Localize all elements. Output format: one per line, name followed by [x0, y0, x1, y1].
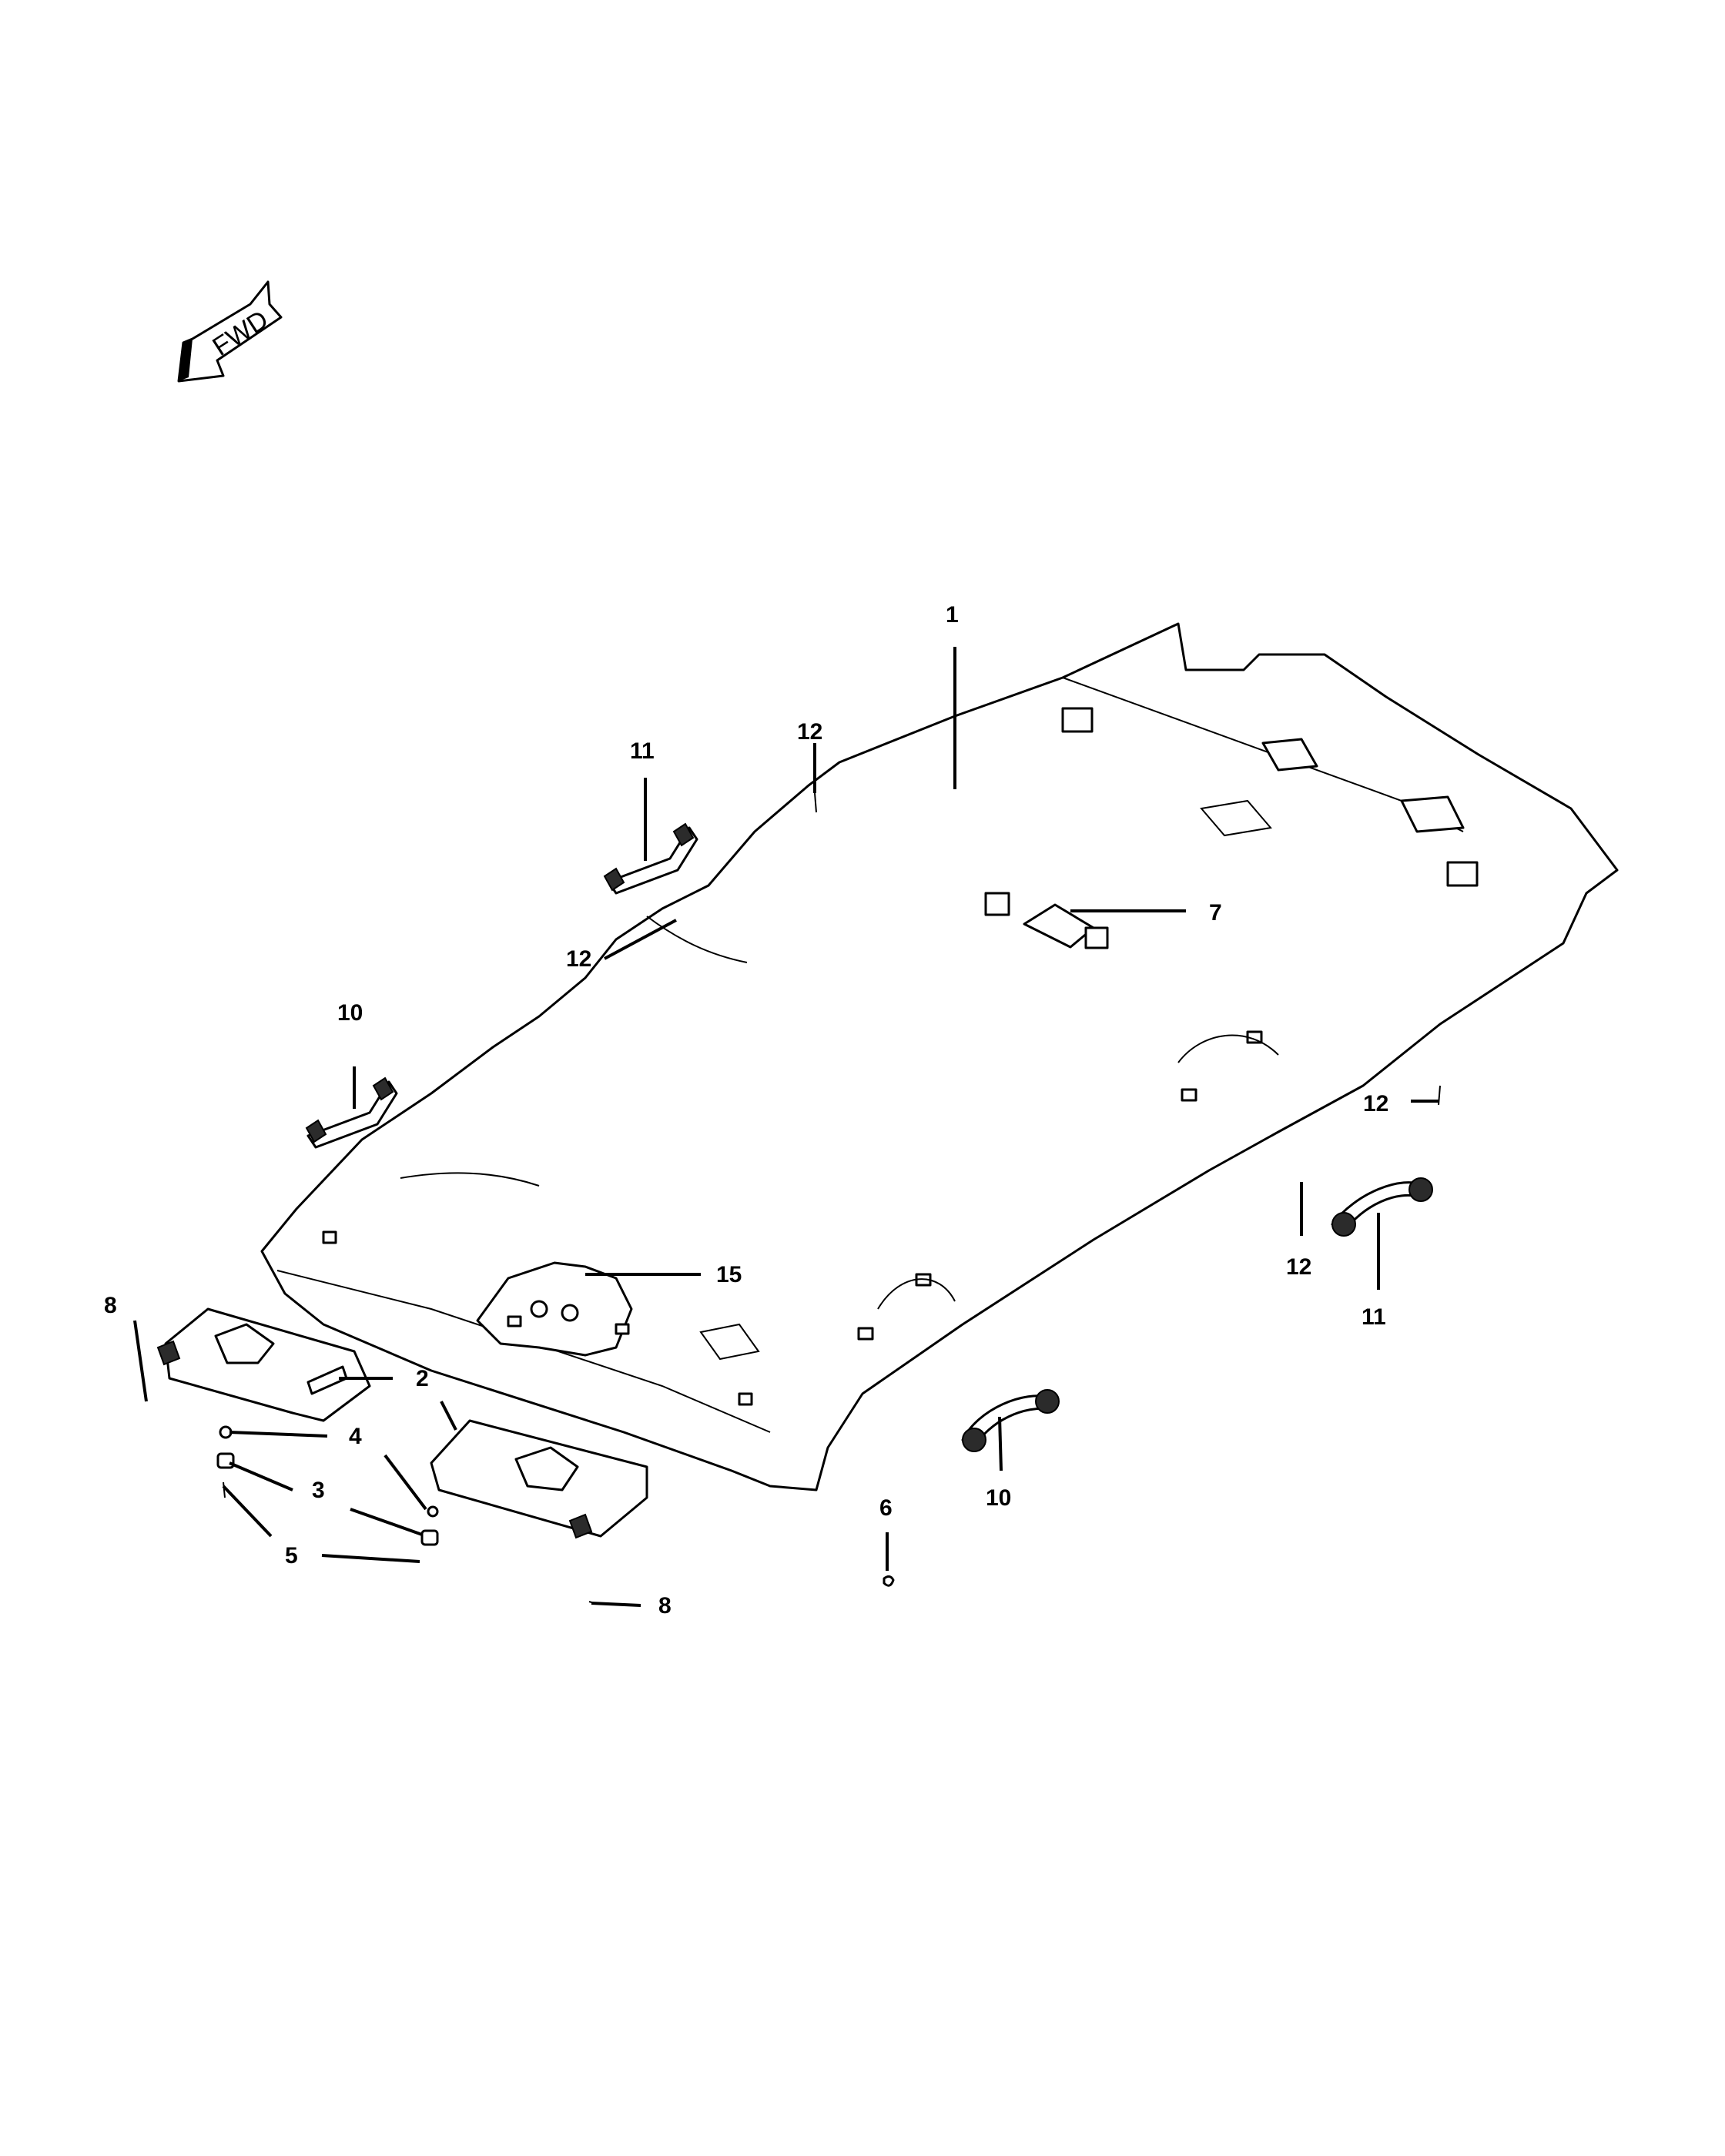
callout-11-upper: 11 — [630, 738, 655, 764]
screw-4b — [427, 1505, 439, 1518]
callout-10-upper: 10 — [337, 1000, 363, 1026]
visor-clip-3b — [420, 1529, 439, 1546]
callout-7: 7 — [1209, 900, 1222, 926]
screw-12 — [814, 792, 1441, 1106]
sun-visor-left — [156, 1307, 371, 1422]
callout-12-upper: 12 — [797, 719, 822, 745]
leader-lines — [133, 647, 1439, 1607]
callout-11-lower: 11 — [1362, 1304, 1386, 1330]
callout-4: 4 — [349, 1424, 362, 1449]
callout-12-left: 12 — [566, 946, 591, 972]
callout-5: 5 — [285, 1543, 298, 1568]
visor-clip-3a — [216, 1452, 235, 1469]
grab-handle-11-lower — [1331, 1177, 1433, 1237]
callout-2: 2 — [416, 1366, 429, 1391]
grab-handle-11-upper — [603, 822, 698, 895]
callout-8-lower: 8 — [658, 1593, 672, 1619]
forward-arrow-icon: FWD — [177, 280, 283, 383]
callout-6: 6 — [879, 1495, 893, 1521]
grab-handle-10-upper — [305, 1076, 398, 1149]
screw-5 — [223, 1481, 226, 1498]
screw-4a — [219, 1425, 233, 1439]
headliner — [260, 622, 1619, 1491]
sun-visor-right — [430, 1419, 648, 1539]
callout-1: 1 — [946, 602, 959, 628]
callout-3: 3 — [312, 1478, 325, 1503]
callout-8-left: 8 — [104, 1293, 117, 1318]
grab-handle-10-lower — [961, 1389, 1060, 1452]
callout-10-lower: 10 — [986, 1485, 1011, 1511]
callout-12-right: 12 — [1363, 1091, 1388, 1116]
clip-6 — [883, 1575, 895, 1587]
callout-15: 15 — [716, 1262, 742, 1287]
callout-12-lower: 12 — [1286, 1254, 1311, 1280]
callouts: 1 7 15 11 12 12 10 12 12 11 8 2 4 3 5 6 … — [104, 602, 1388, 1619]
dome-lamp-bracket — [984, 892, 1109, 949]
